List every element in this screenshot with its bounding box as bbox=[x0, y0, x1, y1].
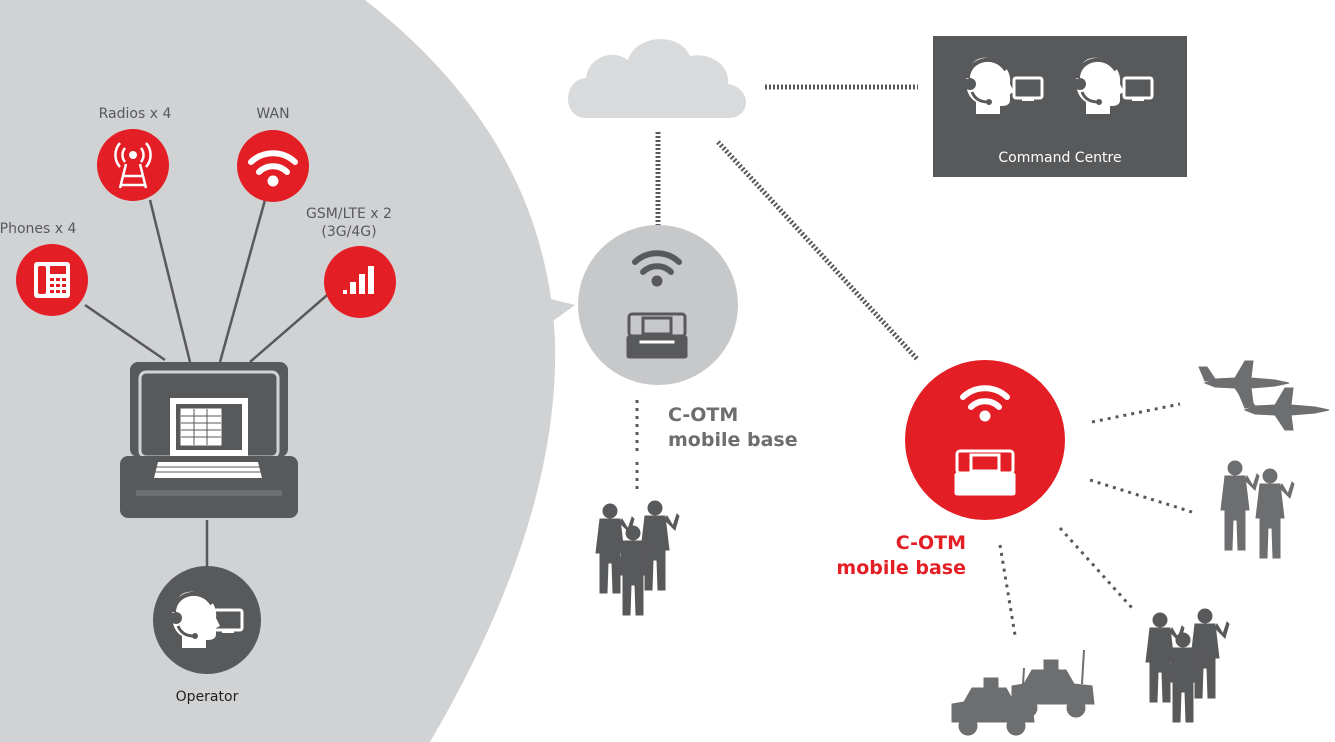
soldiers-group-right bbox=[1220, 460, 1295, 559]
command-centre-panel bbox=[933, 36, 1187, 177]
operator-label: Operator bbox=[176, 689, 239, 705]
gsm-label-line2: (3G/4G) bbox=[321, 224, 376, 240]
device-connection-lines bbox=[84, 199, 334, 575]
gsm-label-line1: GSM/LTE x 2 bbox=[306, 206, 392, 222]
radio-tower-icon bbox=[97, 129, 169, 201]
command-centre-label: Command Centre bbox=[998, 150, 1121, 166]
signal-bars-icon bbox=[324, 246, 396, 318]
gray-base-label-line2: mobile base bbox=[668, 429, 798, 451]
red-base-label-line2: mobile base bbox=[836, 557, 966, 579]
cloud-icon bbox=[568, 39, 746, 118]
red-mobile-base-icon bbox=[905, 360, 1065, 520]
network-links bbox=[635, 84, 1193, 636]
red-base-label-line1: C-OTM bbox=[896, 532, 966, 554]
operator-headset-icon bbox=[153, 566, 261, 674]
speech-bubble-tail bbox=[495, 285, 575, 345]
soldiers-group-bottom bbox=[1145, 608, 1230, 723]
desk-phone-icon bbox=[16, 244, 88, 316]
soldiers-group-center bbox=[595, 500, 680, 616]
wifi-icon bbox=[237, 130, 309, 202]
gray-mobile-base-icon bbox=[578, 225, 738, 385]
phones-label: Phones x 4 bbox=[0, 221, 76, 237]
wan-label: WAN bbox=[256, 106, 289, 122]
radios-label: Radios x 4 bbox=[99, 106, 172, 122]
military-vehicles-icon bbox=[951, 649, 1095, 736]
rugged-laptop-case bbox=[120, 362, 298, 518]
gray-base-label-line1: C-OTM bbox=[668, 404, 738, 426]
fighter-jets-icon bbox=[1198, 360, 1330, 431]
